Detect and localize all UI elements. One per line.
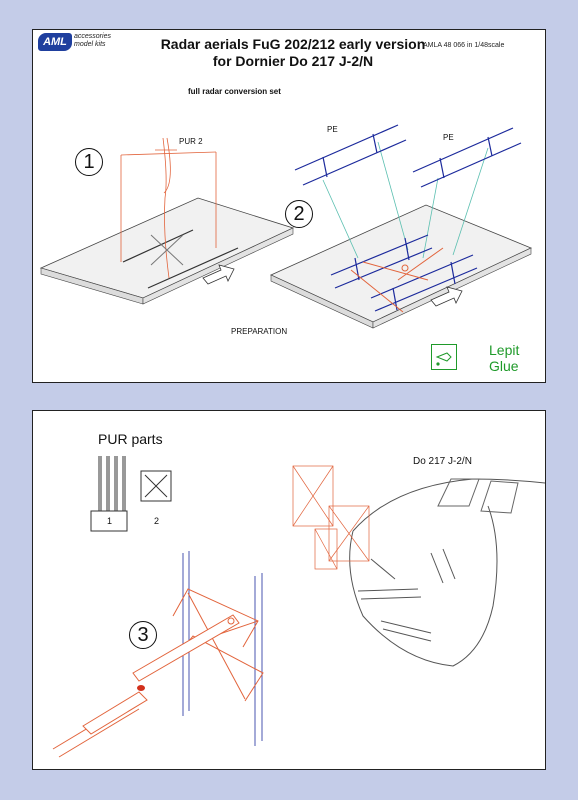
glue-line-1: Lepit bbox=[489, 342, 520, 358]
assembly-panel-top: AML accessories model kits Radar aerials… bbox=[32, 29, 546, 383]
glue-line-2: Glue bbox=[489, 358, 519, 374]
step-2-marker: 2 bbox=[285, 200, 313, 228]
guide-lines bbox=[322, 141, 489, 259]
glue-tube-icon bbox=[431, 344, 457, 370]
aircraft-nose bbox=[349, 478, 545, 667]
logo-badge: AML bbox=[38, 33, 72, 51]
page-title: Radar aerials FuG 202/212 early version … bbox=[123, 36, 463, 70]
bottom-diagram bbox=[52, 456, 545, 758]
antenna-assembly-step3 bbox=[52, 551, 264, 758]
assembly-panel-bottom: PUR parts bbox=[32, 410, 546, 770]
top-diagram bbox=[39, 124, 532, 329]
pur-part-2 bbox=[140, 470, 172, 502]
page-subtitle: full radar conversion set bbox=[188, 87, 281, 96]
pur-part-1 bbox=[90, 456, 128, 532]
pe-label-right: PE bbox=[443, 133, 454, 142]
preparation-label: PREPARATION bbox=[231, 327, 288, 336]
step-3-marker: 3 bbox=[129, 621, 157, 649]
pur2-label: PUR 2 bbox=[179, 137, 203, 146]
photo-etch-upper bbox=[294, 124, 522, 188]
step-1-marker: 1 bbox=[75, 148, 103, 176]
direction-arrow-step2 bbox=[430, 286, 463, 307]
pe-label-left: PE bbox=[327, 125, 338, 134]
logo-tagline: accessories model kits bbox=[74, 33, 111, 48]
direction-arrow-step1 bbox=[202, 264, 235, 285]
title-line-1: Radar aerials FuG 202/212 early version bbox=[160, 36, 426, 52]
resin-part-step1 bbox=[120, 137, 217, 279]
resin-frame-step2 bbox=[350, 247, 444, 313]
pur-part-2-label: 2 bbox=[154, 516, 160, 526]
aircraft-label: Do 217 J-2/N bbox=[413, 456, 472, 467]
pur-part-1-label: 1 bbox=[107, 516, 113, 526]
brand-logo: AML accessories model kits bbox=[38, 33, 118, 55]
glue-label: Lepit Glue bbox=[489, 342, 519, 374]
title-line-2: for Dornier Do 217 J-2/N bbox=[212, 53, 374, 69]
product-code: AMLA 48 066 in 1/48scale bbox=[423, 42, 505, 49]
pur-parts-title: PUR parts bbox=[98, 431, 163, 447]
resin-dipoles-on-nose bbox=[292, 465, 370, 570]
